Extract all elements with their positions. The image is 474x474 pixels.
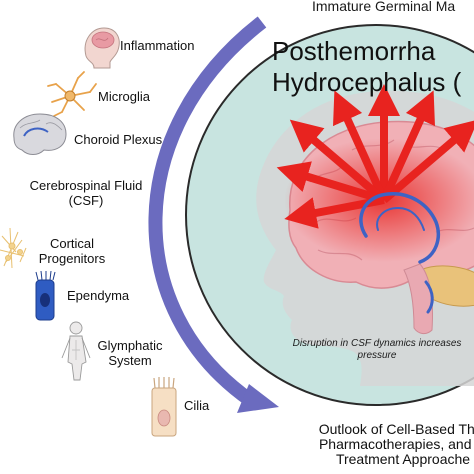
diagram-title: Posthemorrha Hydrocephalus ( [272, 36, 461, 98]
outlook-line-1: Outlook of Cell-Based Ther [318, 421, 474, 437]
ependymal-cell-icon [35, 270, 56, 321]
human-body-icon [61, 321, 91, 381]
label-cortical-line-1: Cortical [49, 236, 95, 251]
label-glymphatic-system: Glymphatic System [88, 338, 172, 368]
caption-line-2: pressure [357, 350, 397, 361]
label-csf-line-1: Cerebrospinal Fluid [29, 178, 143, 193]
outlook-line-2: Pharmacotherapies, and M [318, 436, 474, 452]
brain-head-icon [84, 27, 120, 69]
label-cortical-line-2: Progenitors [38, 251, 106, 266]
label-choroid-plexus: Choroid Plexus [74, 132, 163, 147]
label-glymphatic-line-1: Glymphatic [97, 338, 163, 353]
pressure-arrow [276, 161, 386, 204]
microglia-cell-icon [47, 71, 97, 117]
curved-arrow-head [237, 384, 279, 413]
label-microglia: Microglia [98, 89, 151, 104]
top-partial-label: Immature Germinal Ma [312, 0, 456, 14]
label-csf: Cerebrospinal Fluid (CSF) [4, 178, 168, 208]
cortical-progenitor-cell-icon [0, 227, 27, 269]
caption-line-1: Disruption in CSF dynamics increases [292, 338, 462, 349]
fourth-ventricle [424, 280, 434, 314]
outlook-text: Outlook of Cell-Based Ther Pharmacothera… [288, 422, 474, 467]
curved-arrow [148, 16, 267, 406]
pressure-arrow [381, 119, 474, 204]
title-line-1: Posthemorrha [272, 36, 436, 66]
pressure-arrow [289, 119, 387, 204]
label-cilia: Cilia [184, 398, 210, 413]
lateral-ventricle [359, 192, 441, 264]
ciliated-cell-icon [151, 377, 177, 437]
title-line-2: Hydrocephalus ( [272, 67, 462, 97]
label-csf-line-2: (CSF) [68, 193, 104, 208]
choroid-plexus-brain-icon [13, 113, 67, 155]
label-glymphatic-line-2: System [108, 353, 152, 368]
lateral-ventricle-inner [376, 206, 425, 231]
pressure-caption: Disruption in CSF dynamics increases pre… [272, 338, 474, 362]
label-cortical-progenitors: Cortical Progenitors [30, 236, 114, 266]
outlook-line-3: Treatment Approache [335, 451, 471, 467]
pressure-arrow [333, 90, 388, 202]
pressure-arrow [380, 90, 435, 202]
label-inflammation: Inflammation [120, 38, 195, 53]
label-ependyma: Ependyma [67, 288, 130, 303]
